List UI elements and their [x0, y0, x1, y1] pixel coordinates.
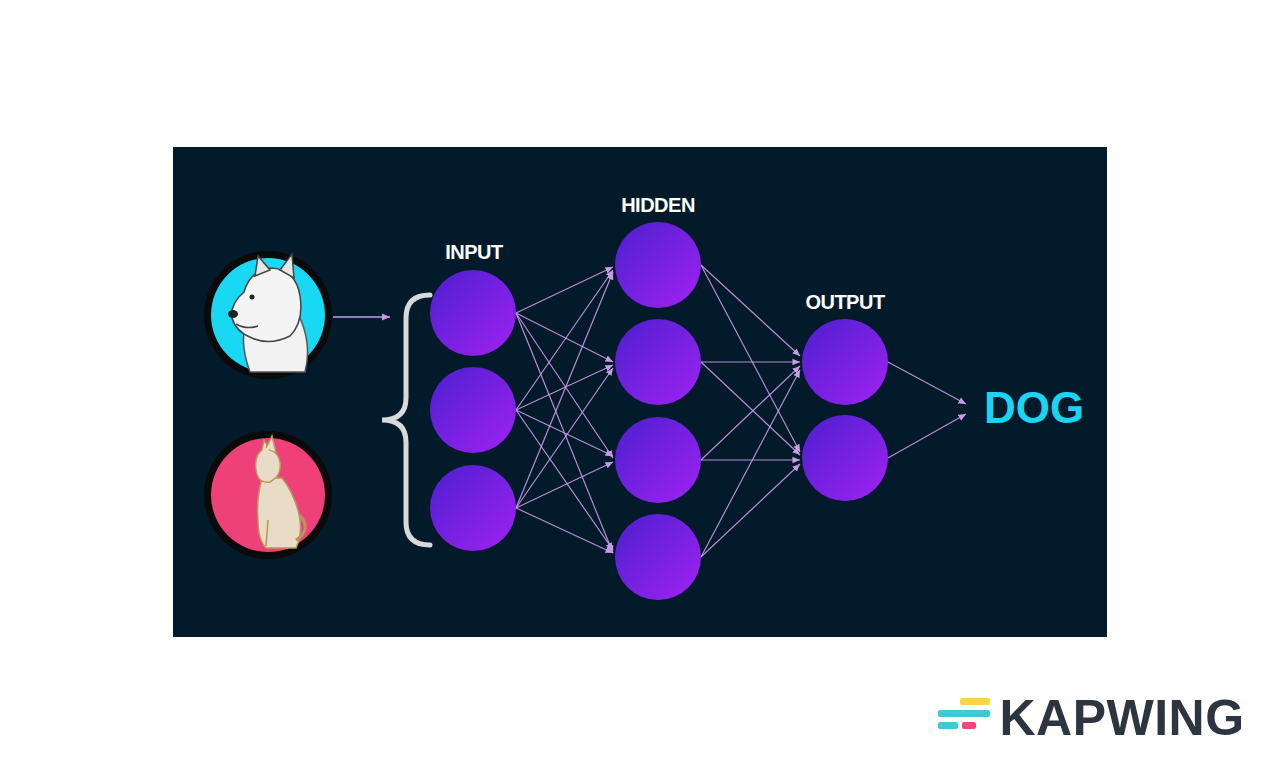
icon-stripe [938, 710, 990, 717]
cat-body [258, 478, 301, 548]
input-neuron [430, 270, 516, 356]
connection-line [516, 272, 613, 508]
badge-fill [211, 258, 325, 372]
result-label: DOG [984, 386, 1084, 430]
connection-line [516, 462, 613, 508]
connections [516, 265, 966, 557]
dog-head [232, 268, 301, 342]
input-neuron [430, 465, 516, 551]
curly-bracket [382, 295, 430, 545]
badge-ring [204, 431, 332, 559]
connection-line [701, 265, 800, 356]
connection-line [888, 414, 966, 458]
hidden-neuron [615, 222, 701, 308]
watermark-icon [938, 698, 990, 729]
connection-line [516, 508, 613, 553]
connection-line [516, 313, 613, 362]
dog-badge [204, 251, 332, 379]
connection-line [701, 362, 800, 455]
connection-line [516, 410, 613, 550]
connection-line [516, 365, 613, 410]
cat-tail [296, 515, 305, 540]
connection-line [701, 265, 800, 452]
connection-line [516, 410, 613, 456]
layer-label: OUTPUT [805, 292, 884, 312]
layer-label: INPUT [445, 242, 503, 262]
connection-line [516, 313, 613, 553]
dog-ear [255, 256, 270, 276]
output-neuron [802, 415, 888, 501]
badge-ring [204, 251, 332, 379]
icon-stripe [938, 722, 958, 729]
connection-line [516, 313, 613, 458]
connection-line [888, 362, 966, 404]
connection-line [701, 361, 800, 362]
input-arrow [333, 316, 390, 317]
dog-ear [280, 254, 294, 278]
hidden-neuron [615, 514, 701, 600]
cat-badge [204, 431, 332, 559]
output-neuron [802, 319, 888, 405]
cat-ear [266, 436, 276, 452]
hidden-neuron [615, 319, 701, 405]
watermark: KAPWING [999, 693, 1244, 743]
icon-stripe [962, 722, 976, 729]
dog-eye [250, 295, 255, 300]
connection-line [516, 368, 613, 508]
layer-label: HIDDEN [621, 195, 695, 215]
connection-line [701, 464, 800, 557]
dog-nose [228, 310, 238, 318]
dark-panel [173, 147, 1107, 637]
dog-mouth [236, 324, 258, 328]
connection-line [701, 370, 800, 557]
hidden-neuron [615, 417, 701, 503]
connection-line [701, 459, 800, 460]
icon-stripe [960, 698, 990, 705]
neurons [430, 222, 888, 600]
cat-leg [266, 520, 268, 546]
badge-fill [211, 438, 325, 552]
input-neuron [430, 367, 516, 453]
connection-line [701, 366, 800, 460]
